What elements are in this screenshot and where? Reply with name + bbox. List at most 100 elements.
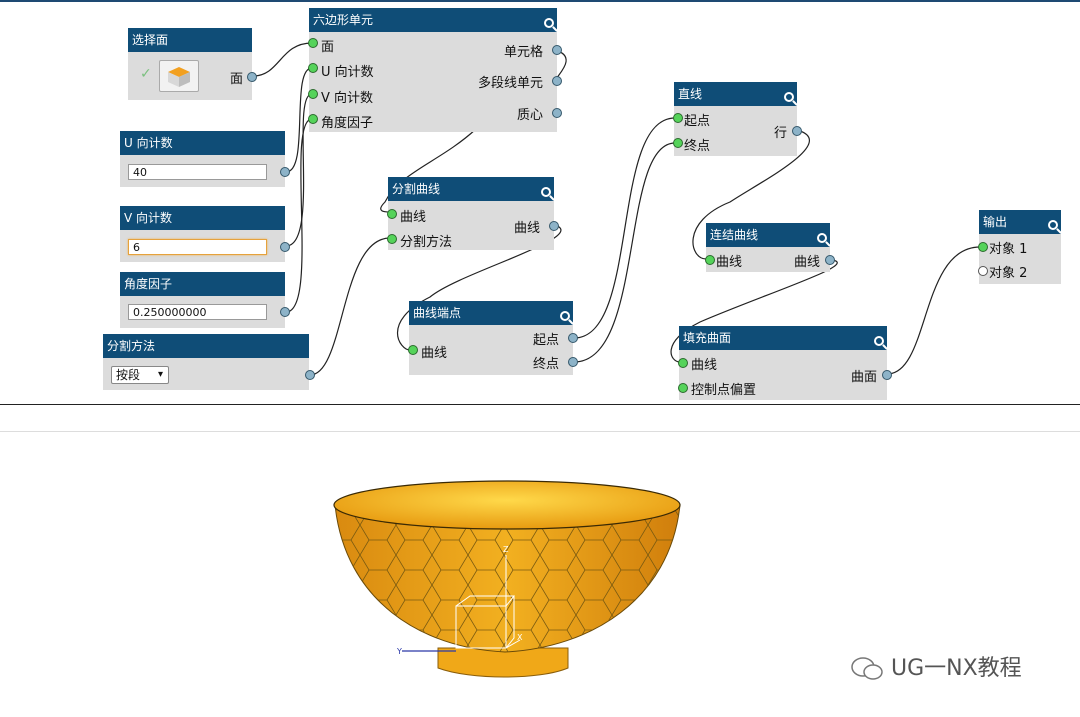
- in-method-port[interactable]: [387, 234, 397, 244]
- out-row-label: 行: [773, 126, 787, 141]
- node-title: 填充曲面: [683, 331, 732, 345]
- v-count-input[interactable]: 6: [128, 239, 267, 255]
- out-v-port[interactable]: [280, 242, 290, 252]
- in-offset-port[interactable]: [678, 383, 688, 393]
- in-curve-port[interactable]: [387, 209, 397, 219]
- out-angle-port[interactable]: [280, 307, 290, 317]
- angle-factor-input[interactable]: 0.250000000: [128, 304, 267, 320]
- in-curve-port[interactable]: [408, 345, 418, 355]
- out-centroid-port[interactable]: [552, 108, 562, 118]
- axis-y-label: Y: [396, 647, 402, 656]
- in-curve-label: 曲线: [716, 255, 743, 270]
- node-title: 六边形单元: [313, 13, 374, 27]
- search-icon[interactable]: [817, 233, 827, 243]
- node-title: 角度因子: [120, 272, 285, 296]
- out-poly-port[interactable]: [552, 76, 562, 86]
- 3d-viewport[interactable]: Z Y X: [0, 432, 1080, 713]
- in-method-label: 分割方法: [400, 235, 453, 250]
- in-u-label: U 向计数: [321, 65, 374, 80]
- node-title: U 向计数: [120, 131, 285, 155]
- node-output[interactable]: 输出 对象 1 对象 2: [978, 210, 1061, 284]
- select-face-button[interactable]: [159, 60, 199, 92]
- search-icon[interactable]: [784, 92, 794, 102]
- node-hex-cell[interactable]: 六边形单元 面 U 向计数 V 向计数 角度因子 单元格 多段线单元 质心: [308, 8, 562, 132]
- node-u-count[interactable]: U 向计数 40: [120, 131, 290, 187]
- node-fill-surface[interactable]: 填充曲面 曲线 控制点偏置 曲面: [678, 326, 892, 400]
- wechat-icon: [851, 657, 883, 680]
- out-row-port[interactable]: [792, 126, 802, 136]
- node-title: 输出: [983, 215, 1008, 229]
- node-curve-endpoints[interactable]: 曲线端点 曲线 起点 终点: [408, 301, 578, 375]
- in-start-label: 起点: [684, 114, 711, 129]
- in-start-port[interactable]: [673, 113, 683, 123]
- u-count-input[interactable]: 40: [128, 164, 267, 180]
- in-end-port[interactable]: [673, 138, 683, 148]
- node-split-method[interactable]: 分割方法 按段 ▾: [103, 334, 315, 390]
- in-offset-label: 控制点偏置: [691, 383, 757, 398]
- in-curve-port[interactable]: [705, 255, 715, 265]
- watermark-text: UG一NX教程: [891, 656, 1022, 681]
- out-curve-label: 曲线: [513, 221, 540, 236]
- in-curve-label: 曲线: [421, 346, 448, 361]
- in-angle-label: 角度因子: [321, 116, 374, 131]
- out-surface-port[interactable]: [882, 370, 892, 380]
- out-poly-label: 多段线单元: [477, 76, 543, 91]
- in-obj2-port[interactable]: [978, 266, 988, 276]
- node-title: 直线: [678, 87, 703, 101]
- in-curve-port[interactable]: [678, 358, 688, 368]
- node-title: 分割方法: [103, 334, 309, 358]
- out-start-label: 起点: [532, 333, 559, 348]
- axis-x-label: X: [517, 633, 523, 642]
- out-end-label: 终点: [532, 357, 559, 372]
- out-surface-label: 曲面: [850, 370, 877, 385]
- out-curve-port[interactable]: [549, 221, 559, 231]
- node-join-curve[interactable]: 连结曲线 曲线 曲线: [705, 223, 835, 272]
- in-obj2-label: 对象 2: [989, 266, 1028, 281]
- in-face-label: 面: [321, 40, 335, 55]
- node-title: V 向计数: [120, 206, 285, 230]
- top-border: [0, 0, 1080, 2]
- search-icon[interactable]: [541, 187, 551, 197]
- panel-divider-light: [0, 431, 1080, 432]
- node-split-curve[interactable]: 分割曲线 曲线 分割方法 曲线: [387, 177, 559, 250]
- in-v-label: V 向计数: [321, 91, 374, 106]
- in-angle-port[interactable]: [308, 114, 318, 124]
- node-v-count[interactable]: V 向计数 6: [120, 206, 290, 262]
- node-angle-factor[interactable]: 角度因子 0.250000000: [120, 272, 290, 328]
- out-centroid-label: 质心: [516, 108, 543, 123]
- split-method-dropdown[interactable]: 按段 ▾: [111, 366, 169, 384]
- search-icon[interactable]: [544, 18, 554, 28]
- in-end-label: 终点: [684, 139, 711, 154]
- axis-z-label: Z: [503, 545, 509, 554]
- search-icon[interactable]: [560, 311, 570, 321]
- bowl-rim: [333, 480, 681, 530]
- in-u-port[interactable]: [308, 63, 318, 73]
- in-curve-label: 曲线: [691, 358, 718, 373]
- in-face-port[interactable]: [308, 38, 318, 48]
- out-u-port[interactable]: [280, 167, 290, 177]
- out-method-port[interactable]: [305, 370, 315, 380]
- search-icon[interactable]: [1048, 220, 1058, 230]
- chevron-down-icon: ▾: [157, 369, 163, 380]
- out-cell-label: 单元格: [503, 45, 543, 60]
- search-icon[interactable]: [874, 336, 884, 346]
- node-select-face[interactable]: 选择面 ✓ 面: [128, 28, 257, 100]
- check-icon: ✓: [140, 66, 152, 82]
- in-obj1-label: 对象 1: [989, 242, 1028, 257]
- out-face-label: 面: [230, 72, 244, 87]
- out-cell-port[interactable]: [552, 45, 562, 55]
- connection-wires: [252, 42, 981, 376]
- in-v-port[interactable]: [308, 89, 318, 99]
- node-line[interactable]: 直线 起点 终点 行: [673, 82, 802, 156]
- split-method-value: 按段: [116, 368, 141, 382]
- out-end-port[interactable]: [568, 357, 578, 367]
- out-face-port[interactable]: [247, 72, 257, 82]
- out-curve-label: 曲线: [793, 255, 820, 270]
- node-title: 选择面: [128, 28, 252, 52]
- in-obj1-port[interactable]: [978, 242, 988, 252]
- out-curve-port[interactable]: [825, 255, 835, 265]
- panel-divider: [0, 404, 1080, 405]
- out-start-port[interactable]: [568, 333, 578, 343]
- cube-icon: [168, 67, 190, 87]
- node-graph-canvas[interactable]: 选择面 ✓ 面 六边形单元 面 U 向计数 V 向计数 角度因子 单元格 多段线…: [0, 2, 1080, 404]
